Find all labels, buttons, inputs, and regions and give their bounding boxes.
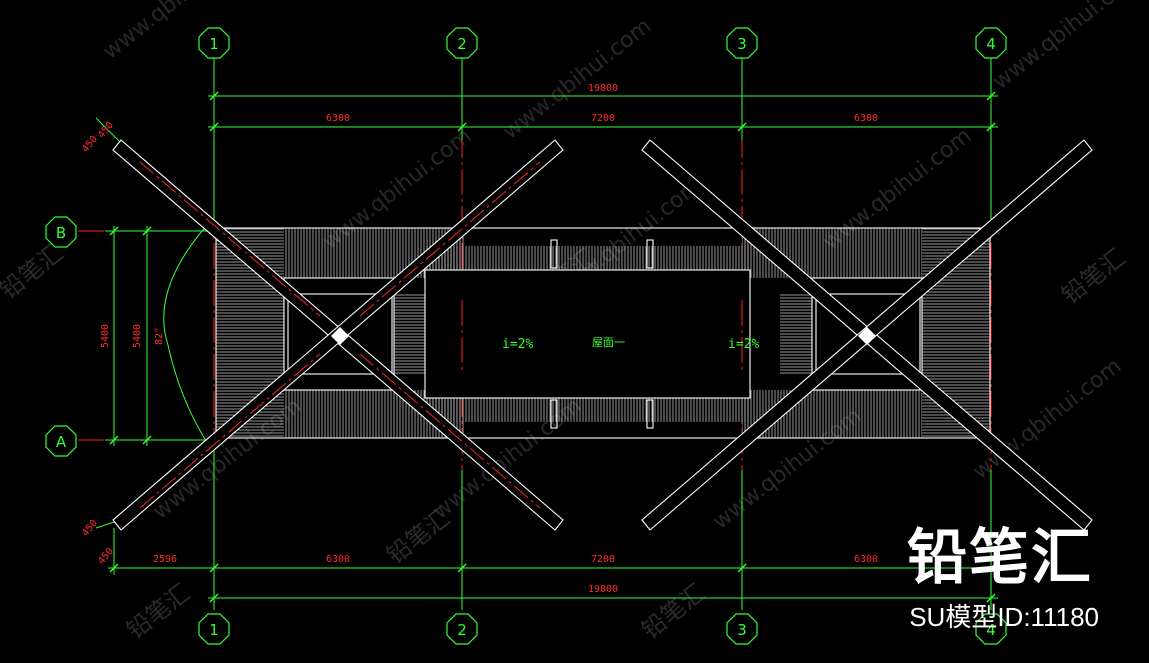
roof-hatch-left-ridge	[394, 294, 426, 374]
right-pavilion-inner	[811, 277, 923, 391]
dim-top-total: 19800	[588, 83, 618, 94]
axis-bubbles	[45, 27, 1007, 645]
axis-label-4-bottom: 4	[986, 621, 996, 639]
dim-eave-bottom-2: 450	[96, 546, 116, 567]
axis-label-a: A	[56, 433, 67, 451]
axis-label-1: 1	[209, 35, 219, 53]
dim-bottom-overhang: 2596	[153, 554, 177, 565]
watermark-url: www.qbihui.com	[988, 0, 1146, 95]
watermark-brand: 铅笔汇	[636, 578, 710, 644]
dim-left-outer: 5400	[100, 324, 111, 348]
axis-bubble-b	[45, 216, 77, 248]
watermark-url: www.qbihui.com	[968, 354, 1126, 485]
axis-label-b: B	[56, 224, 66, 242]
roof-label: 屋面一	[592, 336, 625, 349]
dim-left-angle: 82°	[154, 327, 165, 345]
dim-left-inner: 5400	[132, 324, 143, 348]
axis-bubble-1	[198, 27, 230, 59]
axis-label-4: 4	[986, 35, 996, 53]
roof-plan	[112, 139, 1093, 531]
flat-roof-area	[426, 271, 749, 397]
left-pavilion-core	[287, 293, 393, 375]
dim-bottom-total: 19800	[588, 584, 618, 595]
axis-bubble-2	[446, 27, 478, 59]
axis-label-2: 2	[457, 35, 467, 53]
axis-bubble-4-bottom	[975, 613, 1007, 645]
right-pavilion-core	[815, 293, 921, 375]
node-left	[331, 327, 349, 345]
slope-note-left: i=2%	[502, 337, 533, 352]
axis-label-2-bottom: 2	[457, 621, 467, 639]
axis-bubble-3-bottom	[726, 613, 758, 645]
roof-outline	[215, 227, 991, 439]
dim-eave-bottom-1: 450	[80, 518, 100, 539]
axis-bubble-2-bottom	[446, 613, 478, 645]
watermark-brand: 铅笔汇	[1056, 243, 1130, 309]
dim-top-span-2: 7200	[591, 113, 615, 124]
watermark-brand: 铅笔汇	[381, 503, 455, 569]
axis-bubble-a	[45, 425, 77, 457]
axis-bubble-1-bottom	[198, 613, 230, 645]
watermark-url: www.qbihui.com	[498, 14, 656, 145]
axis-label-3-bottom: 3	[737, 621, 747, 639]
roof-hatch-mid-bottom	[425, 398, 750, 422]
watermark-brand: 铅笔汇	[121, 578, 195, 644]
roof-hatch-right-ridge	[780, 294, 812, 374]
dim-eave-top-2: 450	[96, 120, 116, 141]
brand-logo-text: 铅笔汇	[907, 523, 1093, 593]
dim-bottom-span-1: 6300	[326, 554, 350, 565]
dim-bottom-span-3: 6300	[854, 554, 878, 565]
dim-eave-top-1: 450	[80, 134, 100, 155]
left-pavilion-inner	[283, 277, 395, 391]
node-right	[858, 327, 876, 345]
watermark-brand: 铅笔汇	[0, 238, 68, 304]
dimension-lines	[95, 58, 998, 610]
dim-bottom-span-2: 7200	[591, 554, 615, 565]
axis-label-3: 3	[737, 35, 747, 53]
roof-hatch-mid-top	[425, 246, 750, 270]
watermark-url: www.qbihui.com	[98, 0, 256, 65]
dimension-ticks	[109, 91, 996, 603]
dim-top-span-3: 6300	[854, 113, 878, 124]
model-id-text: SU模型ID:11180	[909, 602, 1099, 632]
axis-label-1-bottom: 1	[209, 621, 219, 639]
slope-note-right: i=2%	[728, 337, 759, 352]
axis-bubble-4	[975, 27, 1007, 59]
axis-bubble-3	[726, 27, 758, 59]
dim-top-span-1: 6300	[326, 113, 350, 124]
axis-bubble-labels: 1 2 3 4 1 2 3 4 B A	[56, 35, 996, 639]
